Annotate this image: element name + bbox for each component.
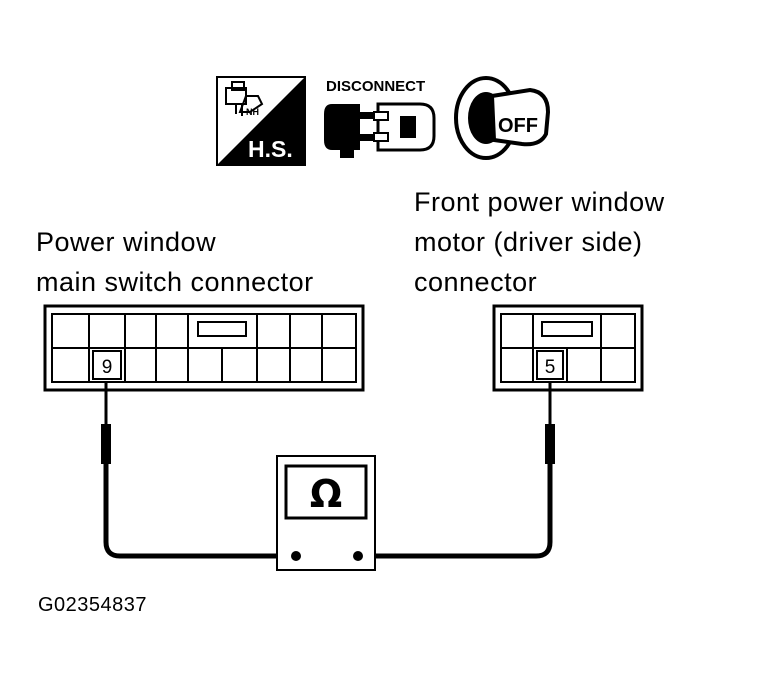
ohmmeter-terminal-right: [353, 551, 363, 561]
ignition-off-text: OFF: [498, 115, 538, 137]
harness-sensor-icon: NH H.S.: [216, 76, 306, 166]
ignition-key-off-icon: OFF: [454, 76, 551, 160]
harness-sensor-text: H.S.: [248, 136, 293, 162]
left-connector-label-line2: main switch connector: [36, 267, 314, 297]
right-terminal-cell: [536, 350, 564, 380]
disconnect-text: DISCONNECT: [326, 78, 425, 95]
right-connector-label-line3: connector: [414, 267, 538, 297]
svg-text:NH: NH: [246, 107, 259, 117]
right-connector-label-line2: motor (driver side): [414, 227, 643, 257]
probe-wires: [101, 381, 555, 559]
right-connector: 5: [492, 304, 644, 392]
left-terminal-cell: [92, 350, 122, 380]
right-probe-tip: [545, 424, 555, 464]
left-probe-tip: [101, 424, 111, 464]
ohmmeter-terminal-left: [291, 551, 301, 561]
right-connector-label-line1: Front power window: [414, 187, 665, 217]
ohmmeter: Ω: [276, 455, 376, 571]
left-connector: 9: [43, 304, 365, 392]
ohm-symbol: Ω: [310, 472, 342, 516]
left-terminal-number: 9: [102, 357, 113, 378]
ohmmeter-display: [284, 464, 368, 520]
figure-code: G02354837: [38, 594, 148, 616]
right-terminal-number: 5: [545, 357, 556, 378]
disconnect-connector-icon: DISCONNECT: [324, 78, 436, 158]
left-connector-label-line1: Power window: [36, 227, 217, 257]
right-connector-label: Front power window motor (driver side) c…: [414, 182, 665, 302]
left-connector-label: Power window main switch connector: [36, 222, 314, 302]
